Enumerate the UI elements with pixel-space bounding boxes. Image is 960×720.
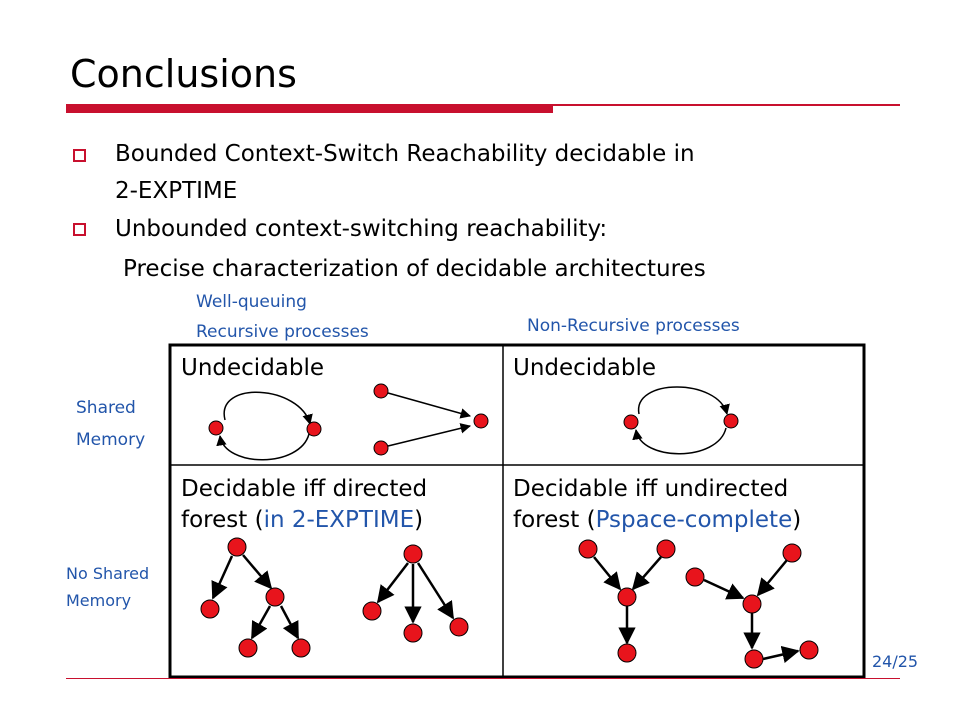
column-header-recursive-line-2: Recursive processes (196, 322, 369, 342)
footer-rule (66, 678, 900, 679)
two-node-cycle-diagram (623, 386, 739, 455)
cell-noshared-recursive-line-2: forest (in 2-EXPTIME) (181, 506, 423, 534)
cell-text-suffix: ) (792, 507, 802, 533)
bullet-2-line-2: Precise characterization of decidable ar… (123, 256, 706, 282)
page-number: 24/25 (872, 652, 919, 671)
slide-title: Conclusions (70, 52, 297, 96)
table-frame (168, 343, 866, 679)
title-underline-thick (66, 104, 553, 113)
cell-text-prefix: forest ( (181, 507, 264, 533)
complexity-highlight: in 2-EXPTIME (263, 507, 415, 533)
cell-shared-recursive-label: Undecidable (181, 355, 325, 381)
cell-noshared-nonrecursive-line-1: Decidable iff undirected (513, 476, 789, 502)
undirected-tree-diagram (685, 543, 819, 669)
directed-tree-diagram (362, 544, 469, 643)
column-header-recursive-line-1: Well-queuing (196, 292, 307, 312)
directed-tree-diagram (200, 537, 311, 658)
row-header-shared-line-2: Memory (76, 430, 146, 450)
bullet-1-line-2: 2-EXPTIME (115, 178, 238, 204)
cell-text-suffix: ) (414, 507, 424, 533)
complexity-highlight: Pspace-complete (595, 507, 793, 533)
cell-noshared-nonrecursive-line-2: forest (Pspace-complete) (513, 506, 801, 534)
row-header-no-shared-line-1: No Shared (66, 564, 150, 583)
row-header-no-shared-line-2: Memory (66, 591, 132, 610)
undirected-tree-diagram (578, 539, 676, 663)
column-header-non-recursive: Non-Recursive processes (527, 316, 740, 336)
bullet-square-icon (73, 149, 86, 162)
title-underline-thin (553, 104, 900, 106)
bullet-2-line-1: Unbounded context-switching reachability… (115, 216, 608, 242)
converging-edges-diagram (373, 383, 489, 456)
bullet-square-icon (73, 223, 86, 236)
bullet-1-line-1: Bounded Context-Switch Reachability deci… (115, 141, 695, 167)
two-node-cycle-diagram (208, 391, 322, 461)
cell-shared-nonrecursive-label: Undecidable (513, 355, 657, 381)
cell-text-prefix: forest ( (513, 507, 596, 533)
cell-noshared-recursive-line-1: Decidable iff directed (181, 476, 428, 502)
row-header-shared-line-1: Shared (76, 398, 136, 418)
